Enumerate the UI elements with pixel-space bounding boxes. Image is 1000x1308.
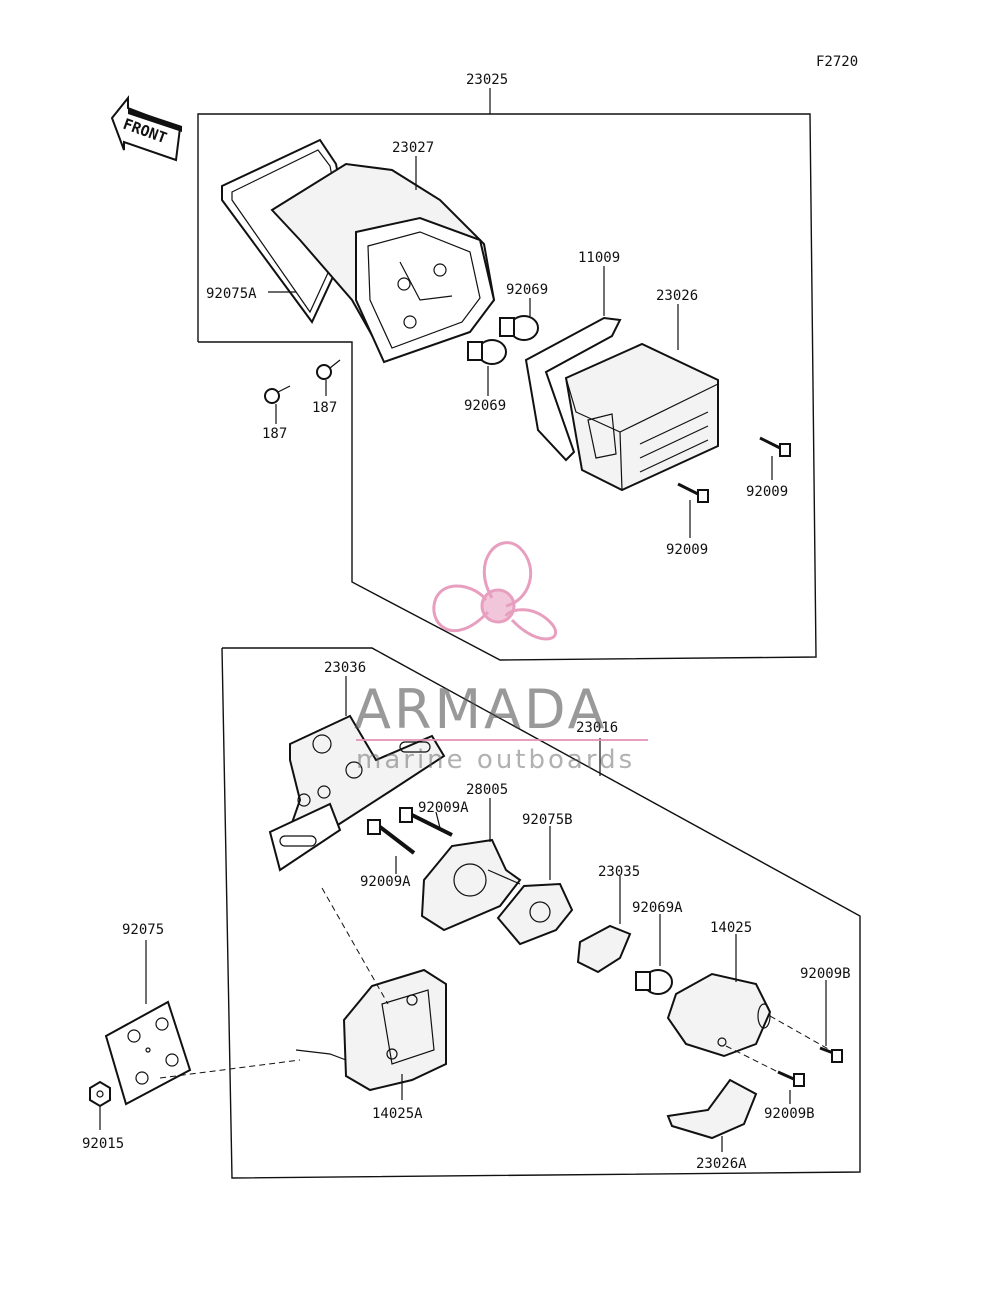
screw-92009b-upper-icon xyxy=(819,1046,843,1063)
bulb-92069-lower-icon xyxy=(467,339,507,365)
part-label-92009b-upper: 92009B xyxy=(800,966,851,982)
part-label-14025a: 14025A xyxy=(372,1106,423,1122)
screw-92009-bottom-icon xyxy=(677,482,709,503)
screw-187-left-icon xyxy=(264,385,291,404)
part-label-23026a: 23026A xyxy=(696,1156,747,1172)
upper-assembly-frame xyxy=(197,113,817,661)
part-label-23027: 23027 xyxy=(392,140,434,156)
dash-92009b-lower xyxy=(725,1045,783,1075)
tail-light-housing-23027 xyxy=(221,138,496,364)
bracket-23036 xyxy=(268,714,446,872)
part-label-92069-upper: 92069 xyxy=(506,282,548,298)
watermark-brand: ARMADA xyxy=(354,678,608,741)
part-label-187-right: 187 xyxy=(312,400,337,416)
reflector-23026a xyxy=(666,1078,758,1140)
part-label-92075a: 92075A xyxy=(206,286,257,302)
part-label-23025: 23025 xyxy=(466,72,508,88)
part-label-92009b-lower: 92009B xyxy=(764,1106,815,1122)
part-label-23035: 23035 xyxy=(598,864,640,880)
clip-23035 xyxy=(576,924,632,974)
bulb-92069a-icon xyxy=(635,969,673,995)
gasket-11009 xyxy=(524,316,622,462)
part-label-11009: 11009 xyxy=(578,250,620,266)
part-label-28005: 28005 xyxy=(466,782,508,798)
leader-92009a-upper xyxy=(435,811,441,829)
socket-92075b xyxy=(496,882,574,946)
part-label-187-left: 187 xyxy=(262,426,287,442)
part-label-92075b: 92075B xyxy=(522,812,573,828)
socket-holder-28005 xyxy=(420,838,522,932)
dash-housing xyxy=(321,887,389,1005)
part-label-92015: 92015 xyxy=(82,1136,124,1152)
watermark: ARMADA marine outboards xyxy=(354,541,648,775)
part-label-14025: 14025 xyxy=(710,920,752,936)
part-label-23026: 23026 xyxy=(656,288,698,304)
screw-92009-right-icon xyxy=(759,436,791,457)
figure-code: F2720 xyxy=(816,54,858,70)
dash-plate xyxy=(159,1059,301,1079)
lower-assembly-frame xyxy=(221,647,861,1179)
watermark-tagline: marine outboards xyxy=(356,745,635,775)
nut-92015-icon xyxy=(89,1080,111,1108)
part-label-92009-bottom: 92009 xyxy=(666,542,708,558)
dash-92009b-upper xyxy=(769,1015,831,1051)
part-label-92009a-lower: 92009A xyxy=(360,874,411,890)
part-label-92009-right: 92009 xyxy=(746,484,788,500)
tail-lens-23026 xyxy=(564,342,719,492)
plate-92075 xyxy=(104,1000,192,1106)
part-label-92069-lower: 92069 xyxy=(464,398,506,414)
part-label-92009a-upper: 92009A xyxy=(418,800,469,816)
bulb-92069-upper-icon xyxy=(499,315,539,341)
part-label-23016: 23016 xyxy=(576,720,618,736)
part-label-92075: 92075 xyxy=(122,922,164,938)
part-label-23036: 23036 xyxy=(324,660,366,676)
housing-14025a xyxy=(295,968,447,1092)
propeller-logo-icon xyxy=(432,541,557,641)
front-arrow-icon: FRONT xyxy=(110,95,182,162)
part-label-92069a: 92069A xyxy=(632,900,683,916)
screw-187-right-icon xyxy=(316,359,341,380)
bolt-92009a-upper-icon xyxy=(399,807,453,837)
dashed-edge xyxy=(371,647,861,917)
bolt-92009a-lower-icon xyxy=(367,819,416,855)
lens-14025 xyxy=(666,972,772,1058)
